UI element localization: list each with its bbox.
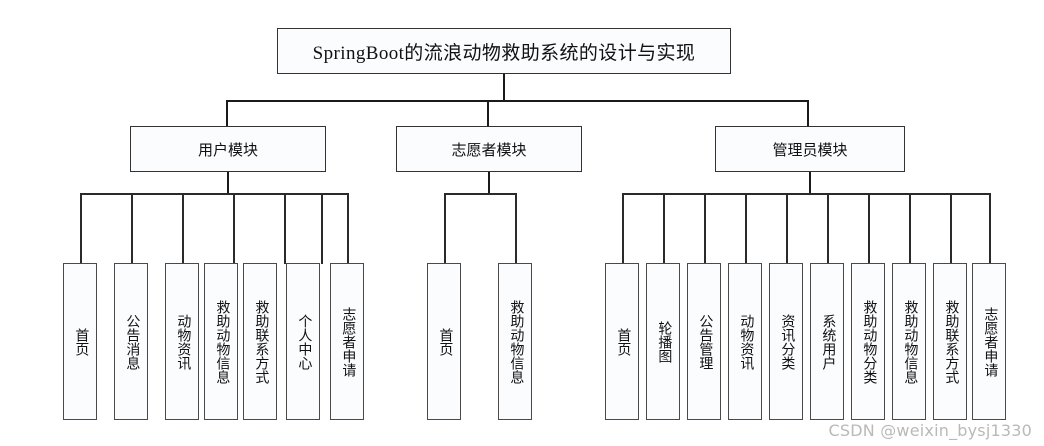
leaf-node-user-4: 救助联系方式 [243,263,277,420]
module-node-admin: 管理员模块 [715,126,905,172]
volunteer-stem-line [488,172,490,194]
leaf-node-admin-4: 资讯分类 [769,263,803,420]
leaf-node-volunteer-1: 救助动物信息 [498,263,532,420]
leaf-node-user-5: 个人中心 [286,263,320,420]
user-drop-3 [233,193,235,264]
leaf-node-admin-6: 救助动物分类 [851,263,885,420]
leaf-node-admin-7: 救助动物信息 [892,263,926,420]
level1-bus-line [226,100,809,102]
leaf-node-admin-1: 轮播图 [646,263,680,420]
level1-drop-admin [807,100,809,126]
admin-drop-8 [950,193,952,264]
level1-drop-user [226,100,228,126]
volunteer-drop-0 [444,193,446,264]
user-drop-6 [347,193,349,264]
leaf-node-admin-2: 公告管理 [687,263,721,420]
user-drop-2 [182,193,184,264]
admin-drop-0 [622,193,624,264]
leaf-node-user-2: 动物资讯 [165,263,199,420]
user-bus-line [80,193,348,195]
user-drop-1 [131,193,133,264]
user-drop-0 [80,193,82,264]
diagram-title-node: SpringBoot的流浪动物救助系统的设计与实现 [277,28,731,74]
admin-stem-line [809,172,811,194]
leaf-node-volunteer-0: 首页 [427,263,461,420]
module-node-volunteer: 志愿者模块 [396,126,582,172]
admin-drop-7 [909,193,911,264]
admin-drop-4 [786,193,788,264]
leaf-node-user-3: 救助动物信息 [204,263,238,420]
leaf-node-admin-3: 动物资讯 [728,263,762,420]
admin-drop-3 [745,193,747,264]
trunk-vertical-line [503,74,505,101]
admin-drop-2 [704,193,706,264]
leaf-node-admin-5: 系统用户 [810,263,844,420]
module-node-user: 用户模块 [130,126,326,172]
admin-drop-6 [868,193,870,264]
volunteer-bus-line [444,193,517,195]
leaf-node-user-0: 首页 [63,263,97,420]
admin-drop-5 [827,193,829,264]
leaf-node-user-1: 公告消息 [114,263,148,420]
volunteer-drop-1 [515,193,517,264]
user-drop-4 [284,193,286,264]
admin-drop-9 [989,193,991,264]
leaf-node-admin-9: 志愿者申请 [972,263,1006,420]
leaf-node-admin-0: 首页 [605,263,639,420]
csdn-watermark: CSDN @weixin_bysj1330 [828,421,1032,440]
user-stem-line [227,172,229,194]
leaf-node-admin-8: 救助联系方式 [933,263,967,420]
admin-bus-line [622,193,991,195]
leaf-node-user-6: 志愿者申请 [330,263,364,420]
user-drop-5 [321,193,323,264]
level1-drop-volunteer [487,100,489,126]
admin-drop-1 [663,193,665,264]
